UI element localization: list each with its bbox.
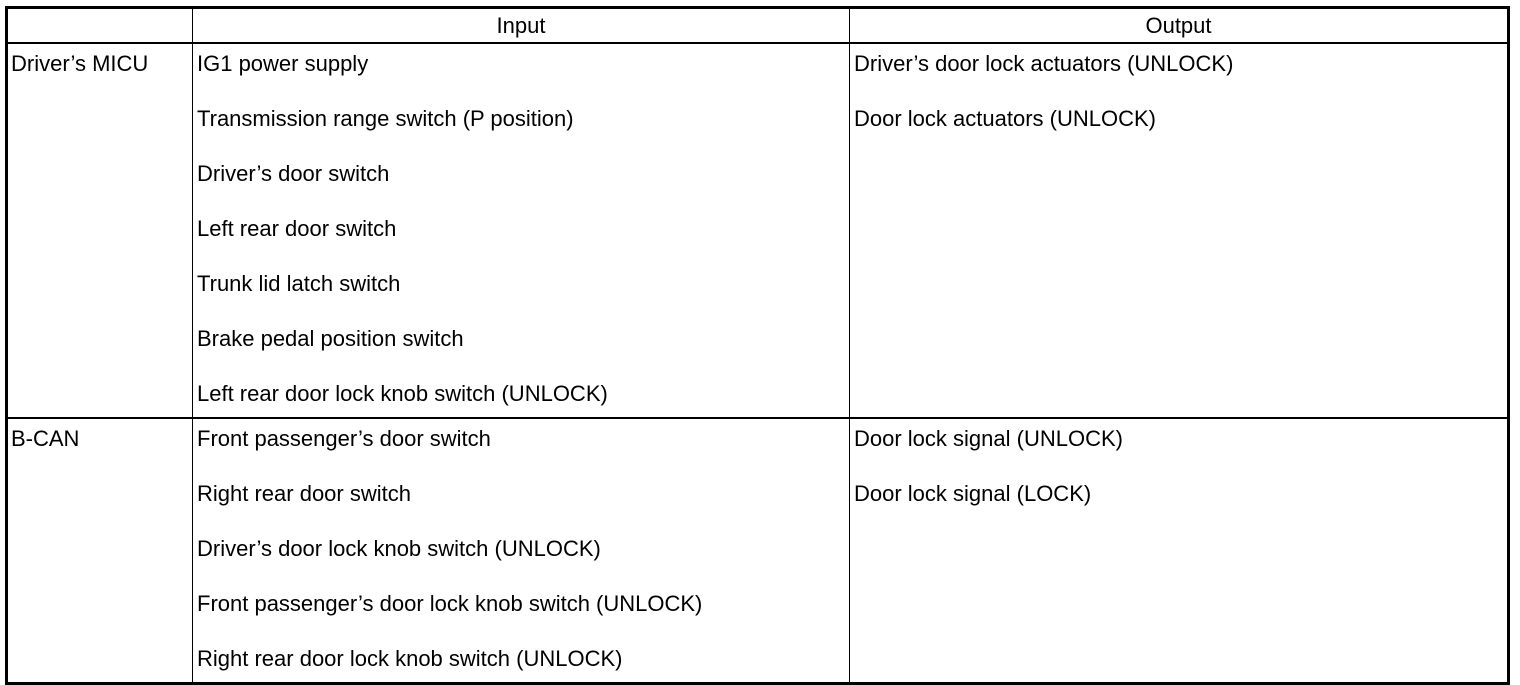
output-item: Door lock actuators (UNLOCK) <box>854 106 1156 131</box>
input-item: Transmission range switch (P position) <box>197 106 574 131</box>
input-item: Brake pedal position switch <box>197 326 464 351</box>
output-item: Door lock signal (LOCK) <box>854 481 1092 506</box>
unit-label: B-CAN <box>11 426 80 451</box>
output-list: Door lock signal (UNLOCK) Door lock sign… <box>854 426 1507 509</box>
input-item: Left rear door lock knob switch (UNLOCK) <box>197 381 608 406</box>
unit-cell: B-CAN <box>6 417 193 684</box>
input-cell: Front passenger’s door switch Right rear… <box>192 417 850 684</box>
input-item: Left rear door switch <box>197 216 397 241</box>
output-cell: Door lock signal (UNLOCK) Door lock sign… <box>849 417 1509 684</box>
header-input: Input <box>192 7 850 44</box>
unit-cell: Driver’s MICU <box>6 42 193 419</box>
unit-label: Driver’s MICU <box>11 51 149 76</box>
input-item: Trunk lid latch switch <box>197 271 401 296</box>
header-output: Output <box>849 7 1509 44</box>
input-item: Front passenger’s door switch <box>197 426 491 451</box>
table-row-drivers-micu: Driver’s MICU IG1 power supply Transmiss… <box>6 42 1509 419</box>
input-list: IG1 power supply Transmission range swit… <box>197 51 849 409</box>
input-item: Driver’s door switch <box>197 161 390 186</box>
output-item: Driver’s door lock actuators (UNLOCK) <box>854 51 1234 76</box>
input-list: Front passenger’s door switch Right rear… <box>197 426 849 674</box>
input-item: Front passenger’s door lock knob switch … <box>197 591 703 616</box>
header-row: Input Output <box>6 7 1509 44</box>
input-item: Driver’s door lock knob switch (UNLOCK) <box>197 536 601 561</box>
input-item: Right rear door switch <box>197 481 411 506</box>
header-unit <box>6 7 193 44</box>
table-row-b-can: B-CAN Front passenger’s door switch Righ… <box>6 417 1509 684</box>
input-item: Right rear door lock knob switch (UNLOCK… <box>197 646 623 671</box>
output-item: Door lock signal (UNLOCK) <box>854 426 1123 451</box>
input-cell: IG1 power supply Transmission range swit… <box>192 42 850 419</box>
output-cell: Driver’s door lock actuators (UNLOCK) Do… <box>849 42 1509 419</box>
input-item: IG1 power supply <box>197 51 369 76</box>
io-table: Input Output Driver’s MICU IG1 power sup… <box>5 6 1510 685</box>
output-list: Driver’s door lock actuators (UNLOCK) Do… <box>854 51 1507 134</box>
